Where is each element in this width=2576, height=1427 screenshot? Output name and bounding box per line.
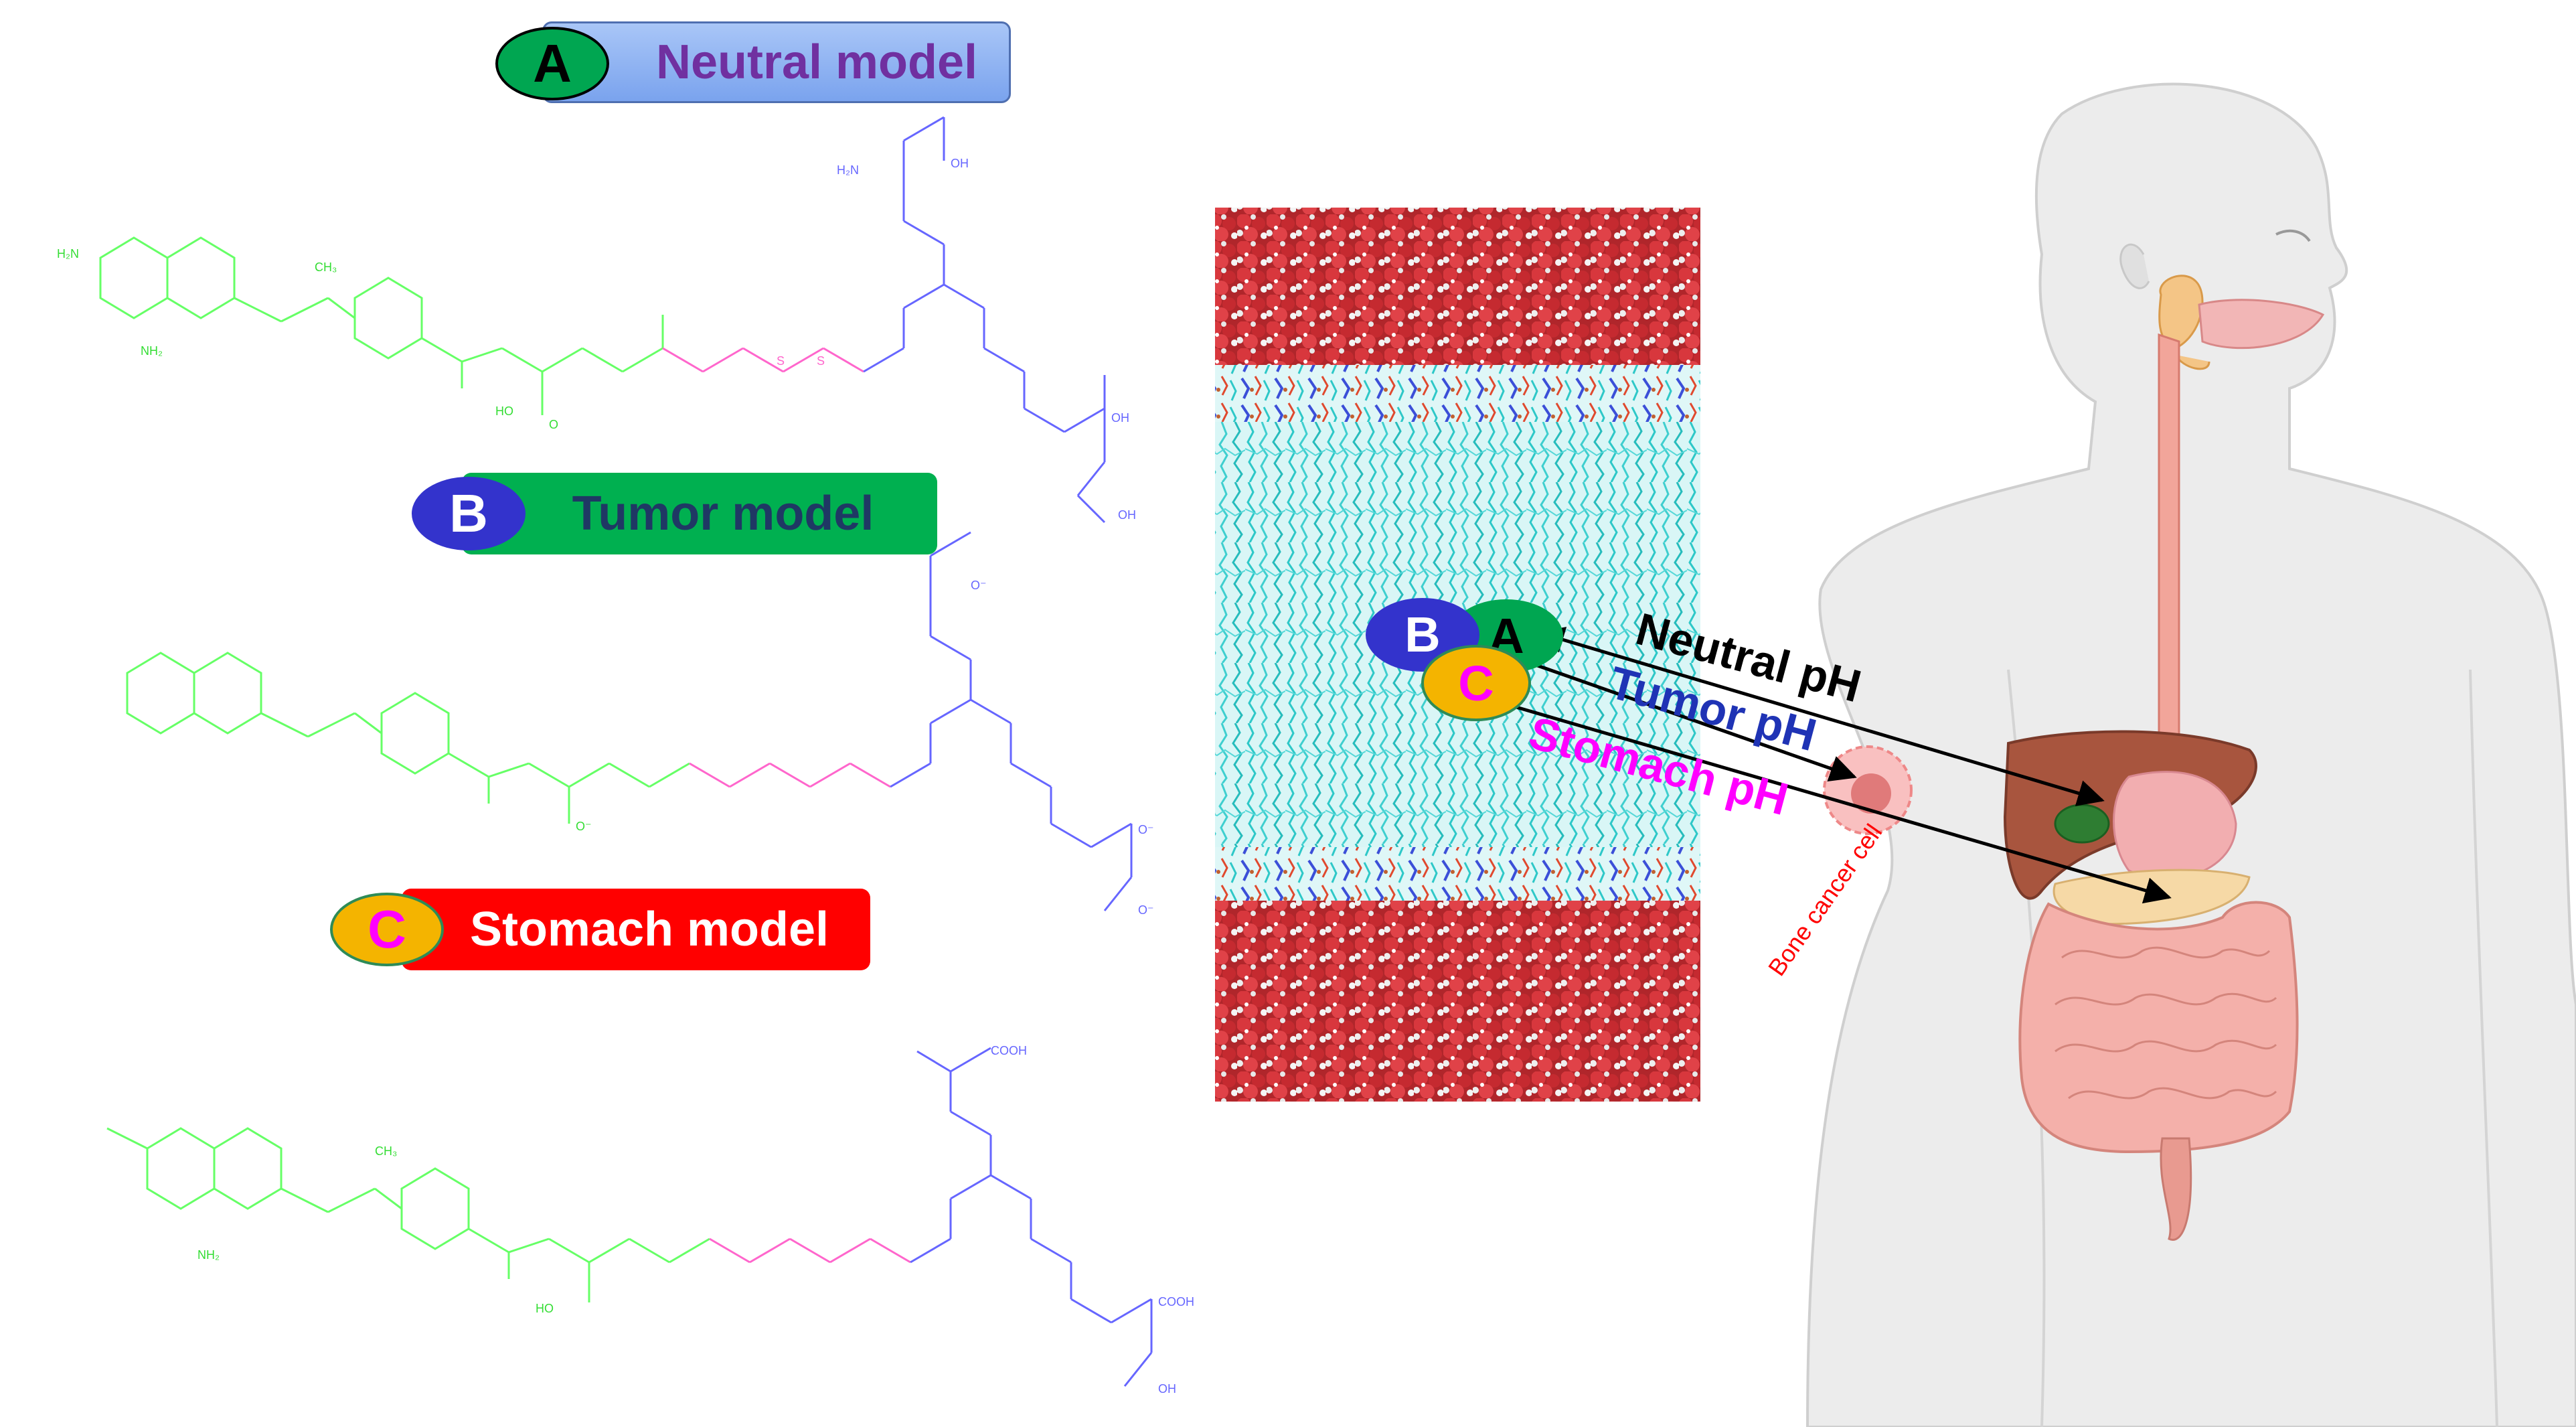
esophagus: [2158, 333, 2180, 759]
tumor-model-bar: Tumor model: [462, 473, 937, 554]
atom-label-oh-2: OH: [1111, 411, 1129, 425]
membrane-badge-c-letter: C: [1458, 656, 1494, 711]
tumor-model-molecule: [126, 531, 1133, 911]
neutral-model-molecule: [99, 116, 1106, 524]
atom-label-ho: HO: [495, 404, 513, 418]
gallbladder: [2054, 804, 2110, 844]
tumor-model-atom-labels: O⁻ O⁻ O⁻ O⁻: [576, 579, 1154, 917]
atom-label-s: S: [777, 354, 785, 368]
water-layer-bottom: [1215, 901, 1700, 1102]
atom-label-ch3-2: CH₃: [375, 1144, 397, 1158]
neutral-model-atom-labels: H₂N NH₂ CH₃ HO O H₂N OH OH OH S S: [57, 157, 1136, 522]
stomach-model-label: Stomach model: [469, 903, 829, 956]
atom-label-nh2-2: NH₂: [197, 1248, 220, 1262]
human-body-illustration: Bone cancer cell: [1763, 82, 2576, 1427]
neutral-model-label: Neutral model: [655, 35, 978, 89]
headgroup-layer-top: [1215, 365, 1700, 425]
membrane-badges: A B C: [1366, 598, 1563, 721]
mouth-tongue: [2198, 299, 2325, 350]
atom-label-cooh: COOH: [991, 1044, 1027, 1057]
atom-label-oh-4: OH: [1158, 1382, 1176, 1396]
atom-label-nh2: NH₂: [141, 344, 163, 358]
stomach-model-bar: Stomach model: [402, 889, 870, 970]
atom-label-cooh-2: COOH: [1158, 1295, 1194, 1308]
atom-label-ominus-4: O⁻: [576, 820, 592, 833]
ear: [2119, 243, 2150, 289]
badge-b-tumor: B: [412, 477, 526, 550]
stomach-model-atom-labels: COOH COOH OH HO NH₂ CH₃: [197, 1044, 1194, 1396]
atom-label-h2n-glu: H₂N: [837, 163, 859, 177]
atom-label-ominus-2: O⁻: [1138, 823, 1154, 836]
atom-label-h2n: H₂N: [57, 247, 79, 260]
atom-label-oh: OH: [951, 157, 969, 170]
membrane-badge-c-shape: [1421, 645, 1531, 721]
atom-label-ch3: CH₃: [315, 260, 337, 274]
atom-label-o: O: [549, 418, 558, 431]
intestine-coils: [2055, 946, 2277, 1100]
membrane-badge-b-letter: B: [1404, 607, 1440, 662]
atom-label-ominus: O⁻: [971, 579, 987, 592]
arrow-stomach: [1477, 690, 2172, 904]
neutral-model-bar: Neutral model: [542, 21, 1011, 103]
headgroup-layer-bottom: [1215, 847, 1700, 907]
water-layer-top: [1215, 208, 1700, 375]
atom-label-s-2: S: [817, 354, 825, 368]
atom-label-ho-2: HO: [536, 1302, 554, 1315]
atom-label-ominus-3: O⁻: [1138, 903, 1154, 917]
atom-label-oh-3: OH: [1118, 508, 1136, 522]
eye: [2275, 229, 2311, 242]
badge-a-neutral: A: [495, 27, 609, 100]
tumor-model-label: Tumor model: [572, 487, 874, 540]
stomach-model-molecule: [106, 1047, 1153, 1387]
rectum: [2160, 1137, 2192, 1241]
badge-c-stomach: C: [330, 893, 444, 966]
intestines: [2018, 901, 2299, 1154]
stomach: [2113, 771, 2237, 880]
